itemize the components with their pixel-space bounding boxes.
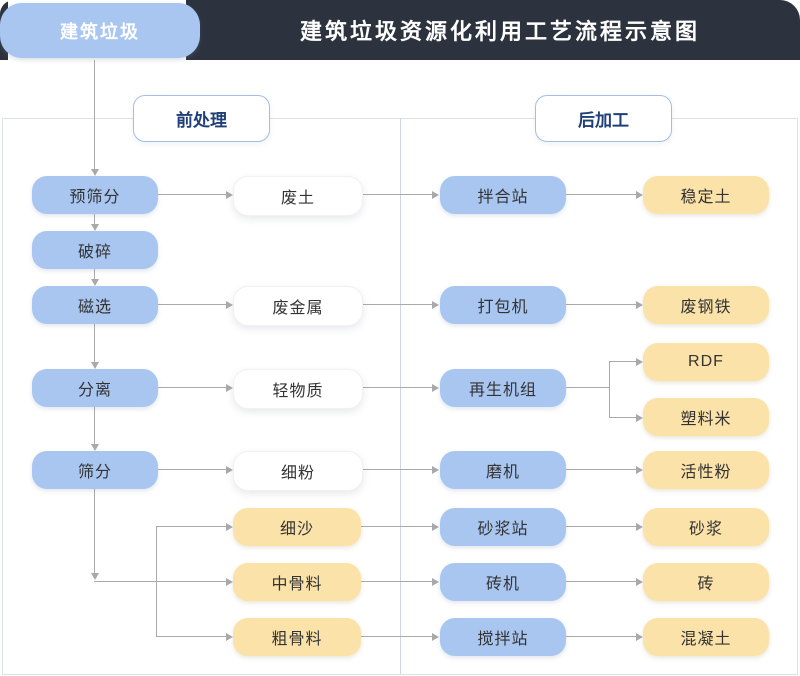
flow-arrowhead — [91, 444, 99, 451]
node-baler: 打包机 — [440, 286, 566, 324]
node-waste-metal: 废金属 — [233, 286, 363, 326]
flow-line — [94, 489, 95, 573]
node-concrete: 混凝土 — [643, 618, 769, 656]
flow-arrowhead — [226, 191, 233, 199]
flow-line — [94, 269, 95, 279]
node-scrap-steel: 废钢铁 — [643, 286, 769, 324]
node-waste-soil: 废土 — [233, 176, 363, 216]
flow-arrowhead — [432, 633, 439, 641]
flow-arrowhead — [226, 384, 233, 392]
flow-arrowhead — [636, 358, 643, 366]
flow-line — [566, 304, 636, 305]
flow-line — [94, 324, 95, 362]
flow-arrowhead — [636, 466, 643, 474]
node-fine-sand: 细沙 — [233, 508, 361, 546]
section-label-post-processing: 后加工 — [535, 95, 672, 142]
flow-line — [361, 581, 432, 582]
node-coarse-aggregate: 粗骨料 — [233, 618, 361, 656]
flow-line — [566, 526, 636, 527]
flow-line — [158, 194, 226, 195]
diagram-title: 建筑垃圾资源化利用工艺流程示意图 — [299, 19, 700, 44]
node-light-material: 轻物质 — [233, 369, 363, 409]
node-mill: 磨机 — [440, 451, 566, 489]
flow-arrowhead — [91, 169, 99, 176]
flow-arrowhead — [432, 578, 439, 586]
flow-line — [156, 526, 226, 527]
node-concrete-batching-plant: 搅拌站 — [440, 618, 566, 656]
flow-arrowhead — [432, 523, 439, 531]
node-magnetic-separation: 磁选 — [32, 286, 158, 324]
flow-arrowhead — [636, 414, 643, 422]
section-divider — [400, 118, 401, 674]
node-mortar: 砂浆 — [643, 508, 769, 546]
flow-line — [158, 469, 226, 470]
flow-arrowhead — [226, 633, 233, 641]
flow-arrowhead — [226, 466, 233, 474]
flow-arrowhead — [226, 523, 233, 531]
node-separation: 分离 — [32, 369, 158, 407]
flow-line — [566, 387, 609, 388]
flow-arrowhead — [91, 362, 99, 369]
node-rdf: RDF — [643, 343, 769, 381]
section-label-pre-processing: 前处理 — [133, 95, 270, 142]
flow-line — [566, 469, 636, 470]
node-construction-waste: 建筑垃圾 — [0, 3, 200, 58]
node-plastic-pellets: 塑料米 — [643, 398, 769, 436]
flow-arrowhead — [226, 578, 233, 586]
flow-arrowhead — [432, 384, 439, 392]
node-stabilized-soil: 稳定土 — [643, 176, 769, 214]
flow-line — [566, 636, 636, 637]
flow-line — [361, 387, 432, 388]
flow-arrowhead — [636, 191, 643, 199]
flow-line — [156, 636, 226, 637]
flow-line — [566, 194, 636, 195]
flow-line — [361, 304, 432, 305]
flow-line — [609, 361, 610, 418]
node-pre-screening: 预筛分 — [32, 176, 158, 214]
flow-line — [609, 417, 636, 418]
node-brick: 砖 — [643, 563, 769, 601]
node-brick-machine: 砖机 — [440, 563, 566, 601]
flow-arrowhead — [636, 633, 643, 641]
flow-line — [94, 581, 226, 582]
flow-arrowhead — [432, 301, 439, 309]
node-mortar-plant: 砂浆站 — [440, 508, 566, 546]
flow-line — [361, 636, 432, 637]
flow-arrowhead — [636, 523, 643, 531]
flow-line — [361, 526, 432, 527]
flow-line — [94, 60, 95, 169]
flow-arrowhead — [226, 301, 233, 309]
node-mixing-plant: 拌合站 — [440, 176, 566, 214]
node-crushing: 破碎 — [32, 231, 158, 269]
flow-line — [361, 469, 432, 470]
flow-arrowhead — [91, 224, 99, 231]
flow-line — [94, 214, 95, 224]
flow-arrowhead — [636, 578, 643, 586]
flow-arrowhead — [636, 301, 643, 309]
flow-arrowhead — [432, 466, 439, 474]
flow-line — [566, 581, 636, 582]
flow-line — [158, 387, 226, 388]
flow-arrowhead — [91, 279, 99, 286]
flow-arrowhead — [91, 573, 99, 580]
flow-line — [158, 304, 226, 305]
flow-arrowhead — [432, 191, 439, 199]
node-reactive-powder: 活性粉 — [643, 451, 769, 489]
flow-line — [156, 526, 157, 637]
flow-line — [94, 407, 95, 444]
node-fine-powder: 细粉 — [233, 451, 363, 491]
flow-line — [609, 361, 636, 362]
node-regeneration-unit: 再生机组 — [440, 369, 566, 407]
node-medium-aggregate: 中骨料 — [233, 563, 361, 601]
node-screening: 筛分 — [32, 451, 158, 489]
flow-line — [361, 194, 432, 195]
